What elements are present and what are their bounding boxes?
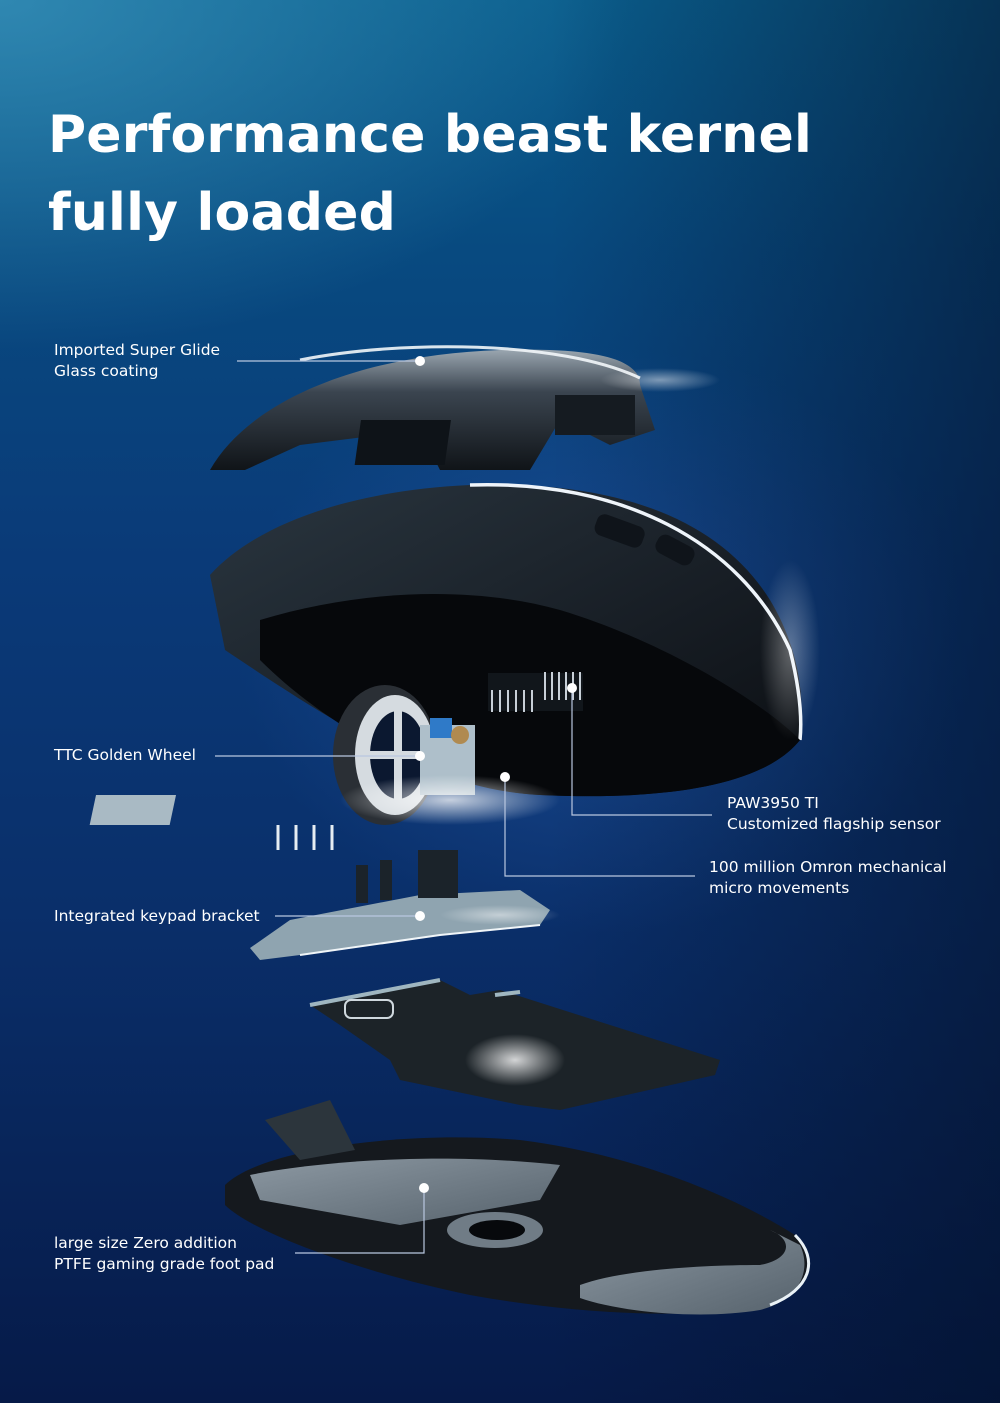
callout-text: large size Zero addition bbox=[54, 1234, 237, 1252]
callout-text: 100 million Omron mechanical bbox=[709, 858, 947, 876]
callout-text: TTC Golden Wheel bbox=[54, 746, 196, 764]
top-shell-part bbox=[210, 345, 720, 470]
leader-lines bbox=[215, 360, 712, 1254]
main-body-part bbox=[210, 482, 820, 797]
callout-text: Imported Super Glide bbox=[54, 341, 221, 359]
callout-foot-pad: large size Zero addition PTFE gaming gra… bbox=[54, 1233, 274, 1275]
headline-line-2: fully loaded bbox=[48, 183, 397, 243]
callout-text: micro movements bbox=[709, 879, 850, 897]
headline-line-1: Performance beast kernel bbox=[48, 105, 813, 165]
callout-switches: 100 million Omron mechanical micro movem… bbox=[709, 857, 947, 899]
callout-text: PTFE gaming grade foot pad bbox=[54, 1255, 275, 1273]
callout-text: Integrated keypad bracket bbox=[54, 907, 260, 925]
callout-sensor: PAW3950 TI Customized flagship sensor bbox=[727, 793, 941, 835]
callout-text: Glass coating bbox=[54, 362, 159, 380]
callout-text: Customized flagship sensor bbox=[727, 815, 941, 833]
callout-bracket: Integrated keypad bracket bbox=[54, 906, 260, 927]
bottom-shell-part bbox=[225, 1100, 811, 1315]
page-headline: Performance beast kernel fully loaded bbox=[48, 96, 812, 252]
callout-top-shell: Imported Super Glide Glass coating bbox=[54, 340, 220, 382]
keypad-bracket-part bbox=[250, 850, 560, 960]
pcb-part bbox=[309, 978, 720, 1110]
switch-part bbox=[89, 775, 560, 850]
callout-dots bbox=[415, 356, 577, 1193]
callout-text: PAW3950 TI bbox=[727, 794, 819, 812]
callout-scroll-wheel: TTC Golden Wheel bbox=[54, 745, 196, 766]
